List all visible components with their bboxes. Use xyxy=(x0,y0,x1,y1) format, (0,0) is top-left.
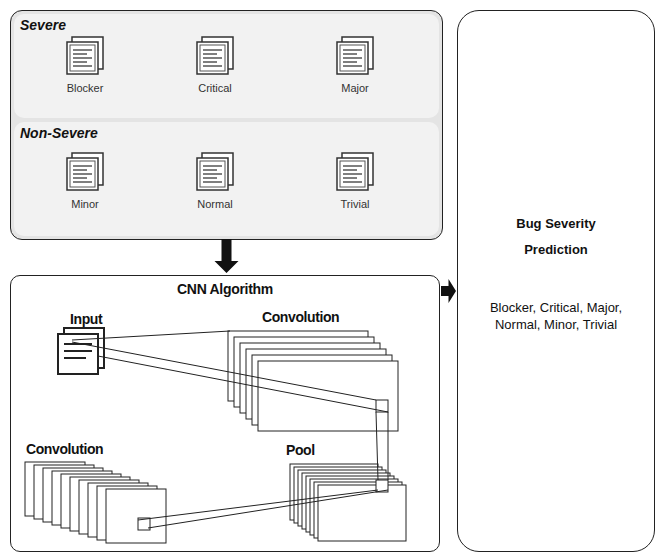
severity-label: Trivial xyxy=(341,198,370,210)
severity-label: Normal xyxy=(197,198,232,210)
document-icon xyxy=(65,36,105,76)
layer-label: Input xyxy=(70,311,102,327)
document-icon xyxy=(195,36,235,76)
algorithm-box: CNN Algorithm xyxy=(10,275,440,552)
severity-label: Minor xyxy=(71,198,99,210)
bug-report-icon: Trivial xyxy=(320,152,390,224)
flow-arrow xyxy=(441,279,456,303)
band-title: Severe xyxy=(20,17,66,33)
prediction-box: Bug Severity PredictionBlocker, Critical… xyxy=(457,10,655,552)
bug-report-icon: Normal xyxy=(180,152,250,224)
layer-label: Convolution xyxy=(26,441,103,457)
layer-label: Convolution xyxy=(262,309,339,325)
bug-report-icon: Blocker xyxy=(50,36,120,108)
document-icon xyxy=(65,152,105,192)
class-list: Blocker, Critical, Major, Normal, Minor,… xyxy=(469,299,644,333)
document-icon xyxy=(335,152,375,192)
bug-report-icon: Minor xyxy=(50,152,120,224)
box-title: Bug Severity Prediction xyxy=(496,211,616,263)
layer-label: Pool xyxy=(286,442,315,458)
severity-label: Blocker xyxy=(67,82,104,94)
severity-label: Critical xyxy=(198,82,232,94)
severity-band: SevereBlocker Critical Major xyxy=(14,14,439,118)
flow-arrow xyxy=(215,239,239,273)
document-icon xyxy=(335,36,375,76)
severity-label: Major xyxy=(341,82,369,94)
bug-report-icon: Critical xyxy=(180,36,250,108)
bug-report-icon: Major xyxy=(320,36,390,108)
severity-band: Non-SevereMinor Normal Trivial xyxy=(14,122,439,236)
document-icon xyxy=(195,152,235,192)
band-title: Non-Severe xyxy=(20,125,98,141)
box-title: CNN Algorithm xyxy=(11,281,439,297)
